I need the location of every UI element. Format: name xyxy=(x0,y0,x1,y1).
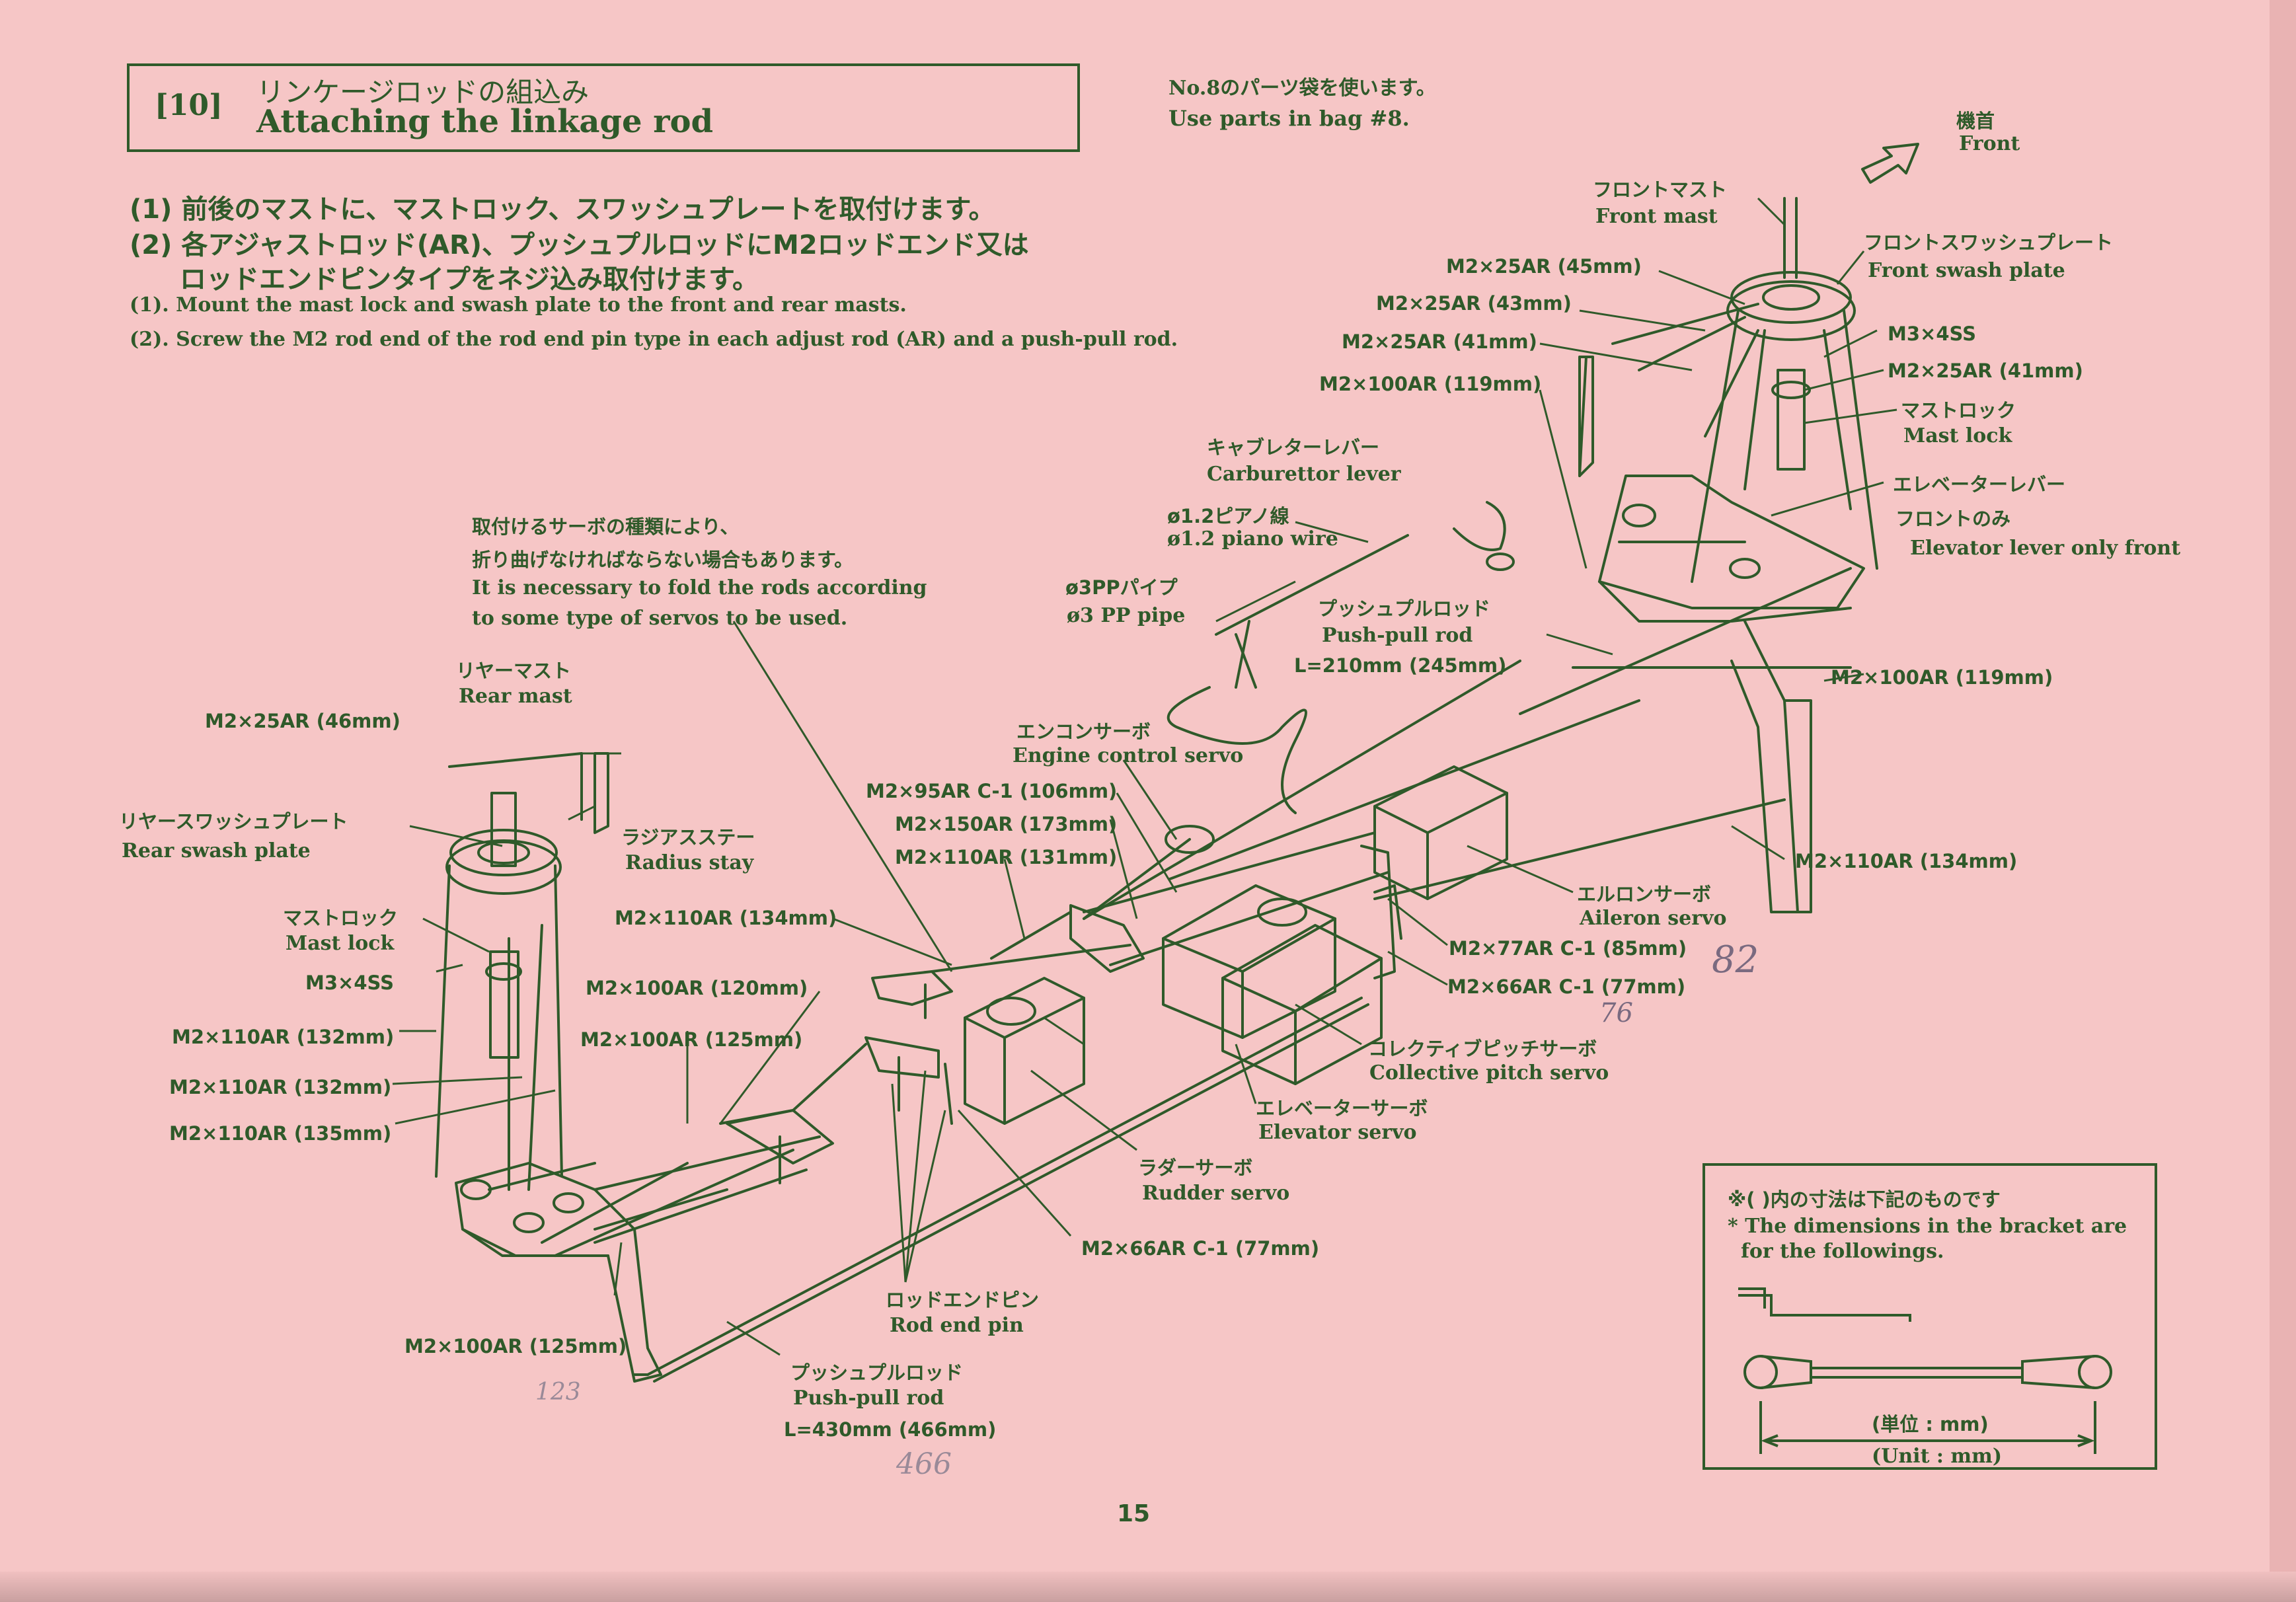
dimension-note-box: ※( )内の寸法は下記のものです * The dimensions in the… xyxy=(1703,1163,2157,1470)
engine-servo-label-en: Engine control servo xyxy=(1013,744,1244,767)
carb-lever-label-en: Carburettor lever xyxy=(1207,463,1401,486)
carb-lever-label-jp: キャブレターレバー xyxy=(1207,436,1380,459)
fold-note-en-1: It is necessary to fold the rods accordi… xyxy=(472,576,927,599)
rod-label-66b: M2×66AR C-1 (77mm) xyxy=(1081,1237,1320,1260)
rod-label-77a: M2×77AR C-1 (85mm) xyxy=(1449,937,1687,960)
handwritten-note-b: 76 xyxy=(1599,998,1633,1028)
rudder-servo-label-en: Rudder servo xyxy=(1142,1182,1290,1205)
pushpull-label-jp-a: プッシュプルロッド xyxy=(1318,597,1491,620)
note-en-1: * The dimensions in the bracket are xyxy=(1728,1215,2127,1238)
front-label-jp: 機首 xyxy=(1956,110,1995,132)
front-mast-label-en: Front mast xyxy=(1595,205,1718,228)
front-arrow-icon xyxy=(1861,143,1919,184)
rod-label-132a: M2×110AR (132mm) xyxy=(172,1026,395,1048)
rod-end-pin-label-en: Rod end pin xyxy=(890,1314,1024,1337)
instruction-jp-1: (1) 前後のマストに、マストロック、スワッシュプレートを取付けます。 xyxy=(130,194,995,225)
note-en-2: for the followings. xyxy=(1741,1240,1944,1263)
rod-label-125a: M2×100AR (125mm) xyxy=(580,1028,803,1051)
elevator-lever-label-jp-1: エレベーターレバー xyxy=(1893,473,2066,496)
rear-swash-label-jp: リヤースワッシュプレート xyxy=(119,810,348,833)
mast-lock-label-jp-b: マストロック xyxy=(283,907,399,929)
fold-note-jp-1: 取付けるサーボの種類により、 xyxy=(472,515,740,538)
instruction-jp-3: ロッドエンドピンタイプをネジ込み取付けます。 xyxy=(180,264,759,295)
front-swash-label-jp: フロントスワッシュプレート xyxy=(1864,231,2114,254)
page-bottom-edge xyxy=(0,1572,2296,1602)
mast-lock-label-en-a: Mast lock xyxy=(1903,424,2012,447)
collective-servo-label-jp: コレクティブピッチサーボ xyxy=(1368,1038,1597,1060)
pp-pipe-label-jp: ø3PPパイプ xyxy=(1065,576,1178,599)
rod-label-45: M2×25AR (45mm) xyxy=(1446,255,1642,278)
rod-label-131: M2×110AR (131mm) xyxy=(895,846,1118,868)
fold-note-en-2: to some type of servos to be used. xyxy=(472,607,848,630)
rod-label-120: M2×100AR (120mm) xyxy=(586,977,808,999)
page-number: 15 xyxy=(1117,1500,1151,1527)
unit-label-jp: (単位 : mm) xyxy=(1872,1413,1989,1435)
pushpull-length-a: L=210mm (245mm) xyxy=(1294,654,1507,677)
title-japanese: リンケージロッドの組込み xyxy=(256,76,590,108)
step-number: [10] xyxy=(155,89,223,122)
unit-label-en: (Unit : mm) xyxy=(1872,1445,2003,1468)
collective-servo-label-en: Collective pitch servo xyxy=(1369,1061,1609,1085)
rod-label-41a: M2×25AR (41mm) xyxy=(1342,330,1537,353)
piano-wire-label-en: ø1.2 piano wire xyxy=(1167,527,1338,551)
handwritten-note-a: 82 xyxy=(1712,938,1759,981)
elevator-lever-label-en: Elevator lever only front xyxy=(1910,537,2181,560)
fold-note-jp-2: 折り曲げなければならない場合もあります。 xyxy=(472,549,854,571)
rear-swash-label-en: Rear swash plate xyxy=(122,839,311,862)
piano-wire-label-jp: ø1.2ピアノ線 xyxy=(1167,505,1289,527)
rear-mast-label-en: Rear mast xyxy=(459,685,572,708)
engine-servo-label-jp: エンコンサーボ xyxy=(1016,720,1151,743)
rod-label-119a: M2×100AR (119mm) xyxy=(1319,373,1542,395)
elevator-servo-label-en: Elevator servo xyxy=(1258,1121,1417,1144)
pushpull-label-en-b: Push-pull rod xyxy=(793,1387,944,1410)
radius-stay-label-jp: ラジアスステー xyxy=(621,826,755,849)
rod-label-43: M2×25AR (43mm) xyxy=(1376,292,1572,315)
bag-note-jp: No.8のパーツ袋を使います。 xyxy=(1168,77,1436,100)
setscrew-label-b: M3×4SS xyxy=(305,972,394,994)
rod-label-125b: M2×100AR (125mm) xyxy=(404,1335,627,1357)
front-label-en: Front xyxy=(1959,132,2020,155)
pushpull-label-jp-b: プッシュプルロッド xyxy=(790,1361,964,1384)
rear-mast-label-jp: リヤーマスト xyxy=(456,660,572,682)
step-title-box: [10] リンケージロッドの組込み Attaching the linkage … xyxy=(127,63,1080,152)
mast-lock-label-jp-a: マストロック xyxy=(1901,399,2016,422)
aileron-servo-label-en: Aileron servo xyxy=(1580,907,1727,930)
rudder-servo-label-jp: ラダーサーボ xyxy=(1138,1157,1253,1179)
elevator-servo-label-jp: エレベーターサーボ xyxy=(1256,1097,1428,1120)
rod-end-pin-label-jp: ロッドエンドピン xyxy=(886,1289,1040,1311)
instruction-en-1: (1). Mount the mast lock and swash plate… xyxy=(130,293,907,317)
pushpull-length-b: L=430mm (466mm) xyxy=(784,1418,997,1441)
title-english: Attaching the linkage rod xyxy=(256,103,714,140)
rod-label-134a: M2×110AR (134mm) xyxy=(615,907,837,929)
bag-note-en: Use parts in bag #8. xyxy=(1168,106,1410,131)
instruction-en-2: (2). Screw the M2 rod end of the rod end… xyxy=(130,328,1178,351)
instruction-jp-2: (2) 各アジャストロッド(AR)、プッシュプルロッドにM2ロッドエンド又は xyxy=(130,230,1029,260)
rod-label-134b: M2×110AR (134mm) xyxy=(1795,850,2018,872)
aileron-servo-label-jp: エルロンサーボ xyxy=(1577,883,1712,905)
rod-label-46: M2×25AR (46mm) xyxy=(205,710,401,732)
rod-label-66a: M2×66AR C-1 (77mm) xyxy=(1447,975,1686,998)
note-jp: ※( )内の寸法は下記のものです xyxy=(1728,1188,2001,1211)
pp-pipe-label-en: ø3 PP pipe xyxy=(1067,604,1186,627)
elevator-lever-label-jp-2: フロントのみ xyxy=(1895,508,2011,530)
front-mast-label-jp: フロントマスト xyxy=(1593,178,1728,201)
front-swash-label-en: Front swash plate xyxy=(1868,259,2065,282)
radius-stay-label-en: Radius stay xyxy=(625,851,754,874)
handwritten-note-d: 466 xyxy=(896,1447,952,1481)
page-edge xyxy=(2270,0,2296,1602)
pushpull-label-en-a: Push-pull rod xyxy=(1322,624,1473,647)
rod-label-41b: M2×25AR (41mm) xyxy=(1888,360,2083,382)
rod-label-95: M2×95AR C-1 (106mm) xyxy=(866,780,1118,802)
rod-label-135: M2×110AR (135mm) xyxy=(169,1122,392,1145)
rod-label-150: M2×150AR (173mm) xyxy=(895,813,1118,835)
rod-label-119b: M2×100AR (119mm) xyxy=(1831,666,2053,689)
setscrew-label-a: M3×4SS xyxy=(1888,323,1976,345)
handwritten-note-c: 123 xyxy=(535,1379,581,1406)
rod-label-132b: M2×110AR (132mm) xyxy=(169,1076,392,1098)
mast-lock-label-en-b: Mast lock xyxy=(286,932,395,955)
